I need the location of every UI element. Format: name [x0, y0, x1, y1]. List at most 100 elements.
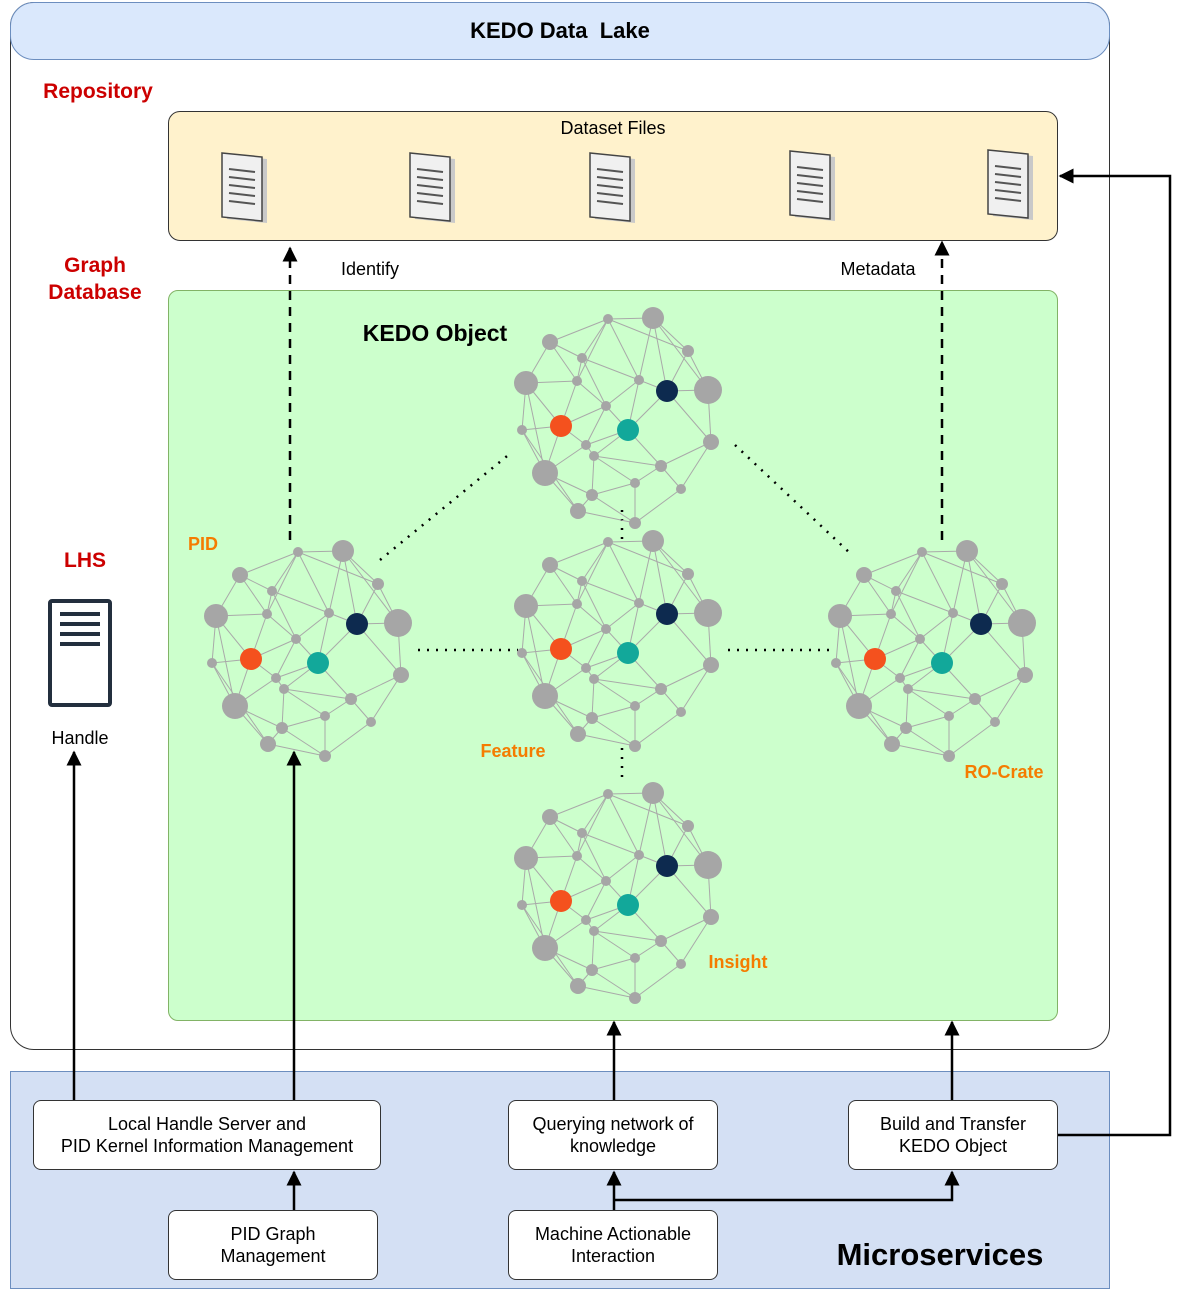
- network-node: [917, 547, 927, 557]
- microservices-title: Microservices: [836, 1237, 1044, 1272]
- network-edge: [281, 715, 326, 729]
- network-node: [570, 978, 586, 994]
- network-edge: [281, 727, 326, 757]
- network-edge: [652, 317, 709, 391]
- network-edge: [593, 678, 636, 707]
- network-edge: [652, 317, 668, 392]
- network-key-node: [550, 638, 572, 660]
- dataset-file-icon: [589, 152, 636, 224]
- network-node: [372, 578, 384, 590]
- network-edge: [652, 792, 709, 866]
- network-node: [532, 935, 558, 961]
- network-node: [589, 451, 599, 461]
- network-node: [629, 517, 641, 529]
- network-node: [655, 683, 667, 695]
- network-edge: [905, 688, 909, 729]
- network-edge: [581, 793, 609, 834]
- network-edge: [585, 405, 607, 446]
- network-edge: [266, 551, 299, 615]
- network-node: [271, 673, 281, 683]
- network-edge: [660, 664, 712, 690]
- network-node: [694, 851, 722, 879]
- dataset-file-icon: [789, 150, 836, 222]
- local-handle-server-box: Local Handle Server and PID Kernel Infor…: [33, 1100, 381, 1170]
- network-key-node: [617, 642, 639, 664]
- network-edge: [577, 985, 636, 999]
- querying-network-box: Querying network of knowledge: [508, 1100, 718, 1170]
- network-node: [1017, 667, 1033, 683]
- network-edge: [907, 688, 950, 717]
- dataset-file-icon: [221, 152, 268, 224]
- network-node: [207, 658, 217, 668]
- insight-object-label: Insight: [708, 952, 768, 972]
- network-node: [577, 828, 587, 838]
- network-edge: [607, 541, 640, 604]
- network-feature: [514, 530, 722, 752]
- network-node: [517, 900, 527, 910]
- network-node: [262, 609, 272, 619]
- network-node: [642, 307, 664, 329]
- network-ro-crate: [828, 540, 1036, 762]
- network-node: [589, 926, 599, 936]
- network-node: [293, 547, 303, 557]
- network-node: [384, 609, 412, 637]
- network-node: [345, 693, 357, 705]
- network-node: [948, 608, 958, 618]
- network-edge: [549, 793, 609, 818]
- network-node: [572, 851, 582, 861]
- network-edge: [919, 612, 954, 640]
- pid-object-label: PID: [188, 534, 219, 554]
- network-node: [694, 599, 722, 627]
- network-edge: [577, 733, 636, 747]
- network-edge: [666, 613, 712, 666]
- network-edge: [607, 318, 640, 381]
- network-edge: [577, 510, 636, 524]
- network-node: [532, 460, 558, 486]
- network-edge: [576, 793, 609, 857]
- network-connectors: [379, 444, 853, 780]
- network-node: [682, 820, 694, 832]
- network-node: [581, 440, 591, 450]
- network-node: [629, 992, 641, 1004]
- network-edge: [324, 721, 372, 757]
- network-key-node: [550, 890, 572, 912]
- network-edge: [549, 318, 609, 343]
- network-node: [319, 750, 331, 762]
- network-edge: [607, 793, 640, 856]
- network-edge: [966, 550, 1023, 624]
- network-edge: [680, 916, 712, 965]
- network-edge: [905, 715, 950, 729]
- network-edge: [591, 930, 595, 971]
- network-node: [570, 726, 586, 742]
- network-node: [634, 375, 644, 385]
- network-node: [572, 376, 582, 386]
- network-node: [956, 540, 978, 562]
- network-edge: [907, 688, 976, 700]
- network-node: [586, 964, 598, 976]
- network-node: [630, 478, 640, 488]
- network-edge: [350, 674, 402, 700]
- network-node: [393, 667, 409, 683]
- network-edge: [581, 318, 609, 359]
- network-node: [586, 712, 598, 724]
- network-key-node: [307, 652, 329, 674]
- network-edge: [283, 688, 352, 700]
- network-edge: [295, 612, 330, 640]
- network-edge: [921, 551, 954, 614]
- network-edge: [660, 916, 712, 942]
- network-edge: [593, 930, 636, 959]
- network-node: [542, 557, 558, 573]
- network-edge: [281, 688, 285, 729]
- ro-crate-object-label: RO-Crate: [964, 762, 1044, 782]
- network-node: [601, 876, 611, 886]
- network-key-node: [617, 894, 639, 916]
- network-node: [655, 935, 667, 947]
- network-edge: [283, 688, 326, 717]
- network-key-node: [617, 419, 639, 441]
- network-node: [676, 484, 686, 494]
- machine-actionable-interaction-box: Machine Actionable Interaction: [508, 1210, 718, 1280]
- network-node: [542, 334, 558, 350]
- network-edge: [581, 832, 607, 882]
- network-edge: [591, 494, 636, 524]
